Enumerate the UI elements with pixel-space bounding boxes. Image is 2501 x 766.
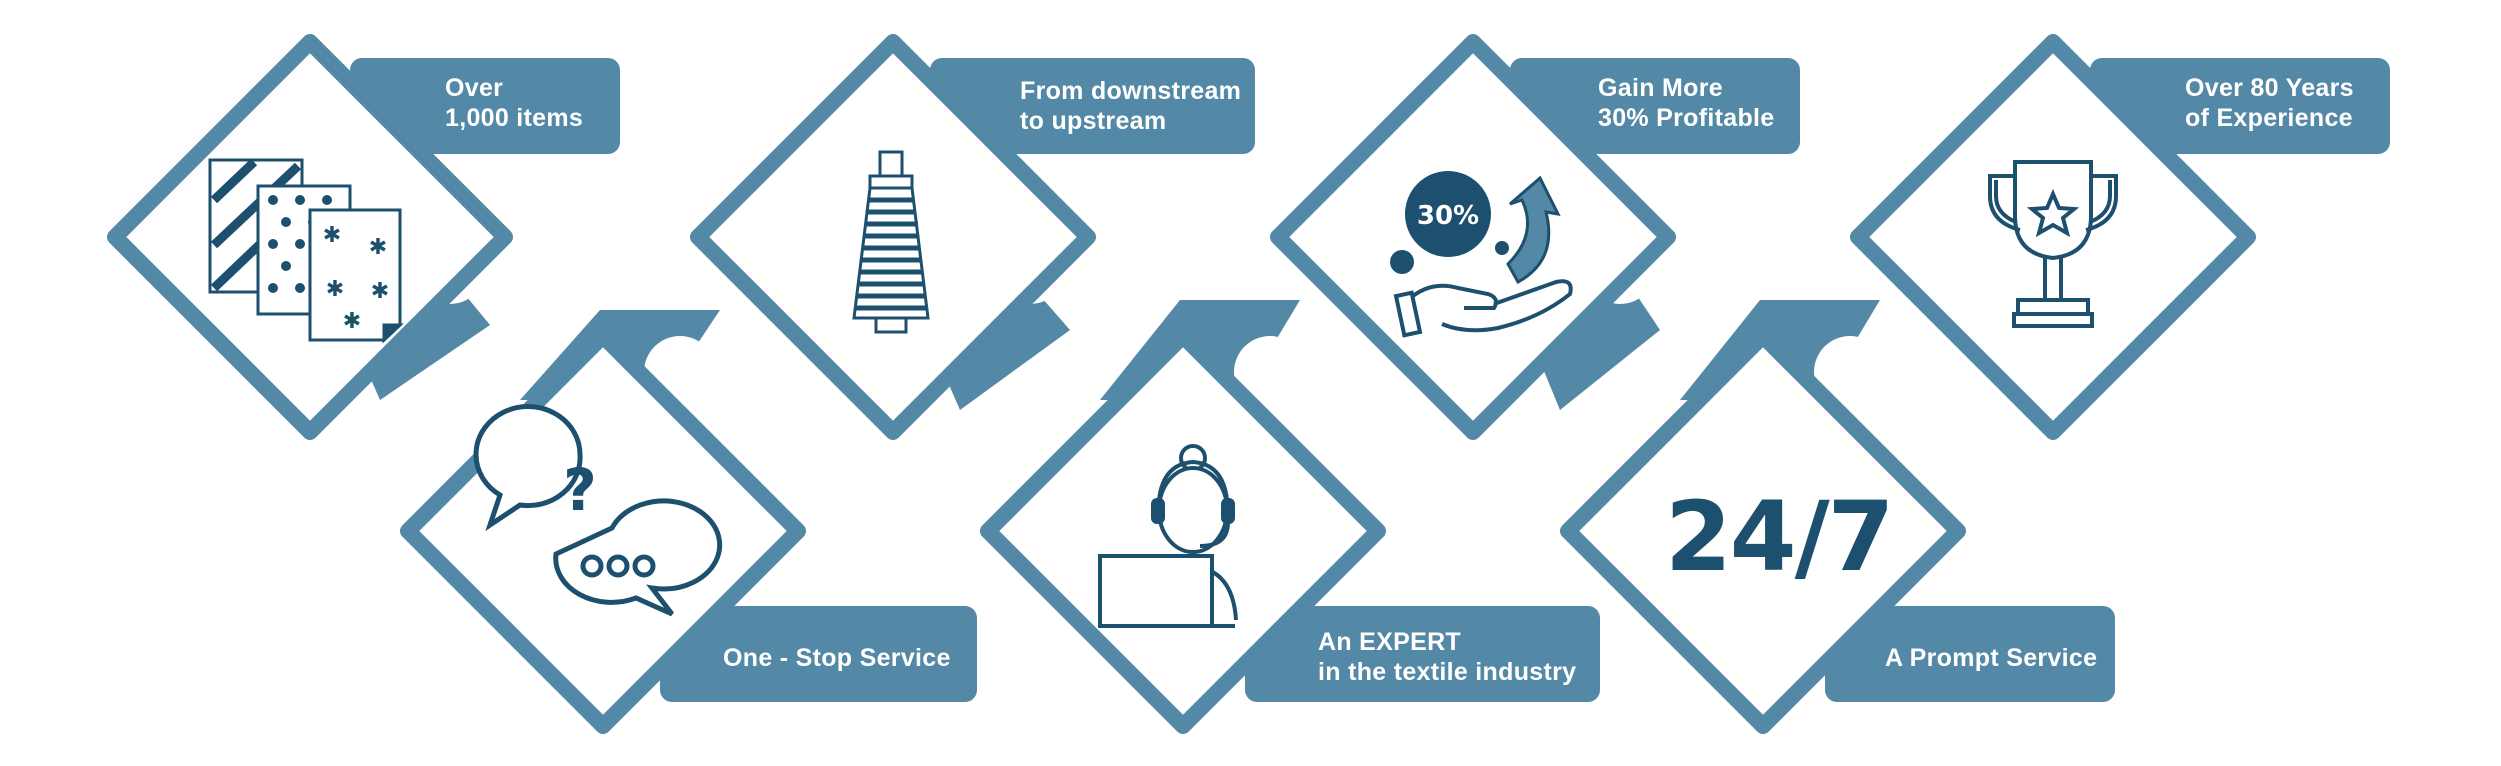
question-chat-bubbles-icon: ? xyxy=(473,404,723,617)
fabric-swatches-icon: ✱ ✱ ✱ ✱ ✱ xyxy=(208,158,404,344)
diamond-prompt xyxy=(1560,328,1966,734)
24-7-icon: 24/7 xyxy=(1665,481,1894,593)
feature-line1: Gain More xyxy=(1598,74,1723,102)
feature-line2: of Experience xyxy=(2185,104,2353,132)
trophy-star-icon xyxy=(1988,160,2118,328)
feature-line1: An EXPERT xyxy=(1318,628,1461,656)
feature-label-experience: Over 80 Years of Experience xyxy=(2185,73,2354,133)
hand-coin-growth-icon: 30% xyxy=(1390,171,1573,338)
svg-text:?: ? xyxy=(563,456,597,524)
tab-stop xyxy=(660,606,977,702)
svg-text:✱: ✱ xyxy=(369,235,387,260)
feature-label-prompt: A Prompt Service xyxy=(1885,643,2097,673)
svg-text:✱: ✱ xyxy=(326,277,344,302)
feature-line2: 1,000 items xyxy=(445,104,584,132)
profit-badge-text: 30% xyxy=(1417,201,1479,231)
thread-spool-icon xyxy=(852,150,930,334)
feature-label-expert: An EXPERT in the textile industry xyxy=(1318,627,1576,687)
feature-label-profit: Gain More 30% Profitable xyxy=(1598,73,1774,133)
feature-label-items: Over 1,000 items xyxy=(445,73,583,133)
label-tabs xyxy=(350,58,2390,702)
feature-label-stop: One - Stop Service xyxy=(723,643,951,673)
feature-line2: 30% Profitable xyxy=(1598,104,1775,132)
tab-items xyxy=(350,58,620,154)
tab-downstream xyxy=(930,58,1255,154)
feature-line1: A Prompt Service xyxy=(1885,644,2098,672)
feature-line2: to upstream xyxy=(1020,107,1167,135)
svg-text:✱: ✱ xyxy=(371,279,389,304)
tab-prompt xyxy=(1825,606,2115,702)
feature-label-downstream: From downstream to upstream xyxy=(1020,76,1241,136)
svg-text:✱: ✱ xyxy=(343,309,361,334)
support-agent-laptop-icon xyxy=(1098,444,1238,628)
feature-line1: Over xyxy=(445,74,504,102)
tab-experience xyxy=(2090,58,2390,154)
svg-text:✱: ✱ xyxy=(323,223,341,248)
feature-line2: in the textile industry xyxy=(1318,658,1577,686)
feature-line1: From downstream xyxy=(1020,77,1242,105)
feature-line1: Over 80 Years xyxy=(2185,74,2354,102)
tab-expert xyxy=(1245,606,1600,702)
tab-profit xyxy=(1510,58,1800,154)
feature-line1: One - Stop Service xyxy=(723,644,951,672)
